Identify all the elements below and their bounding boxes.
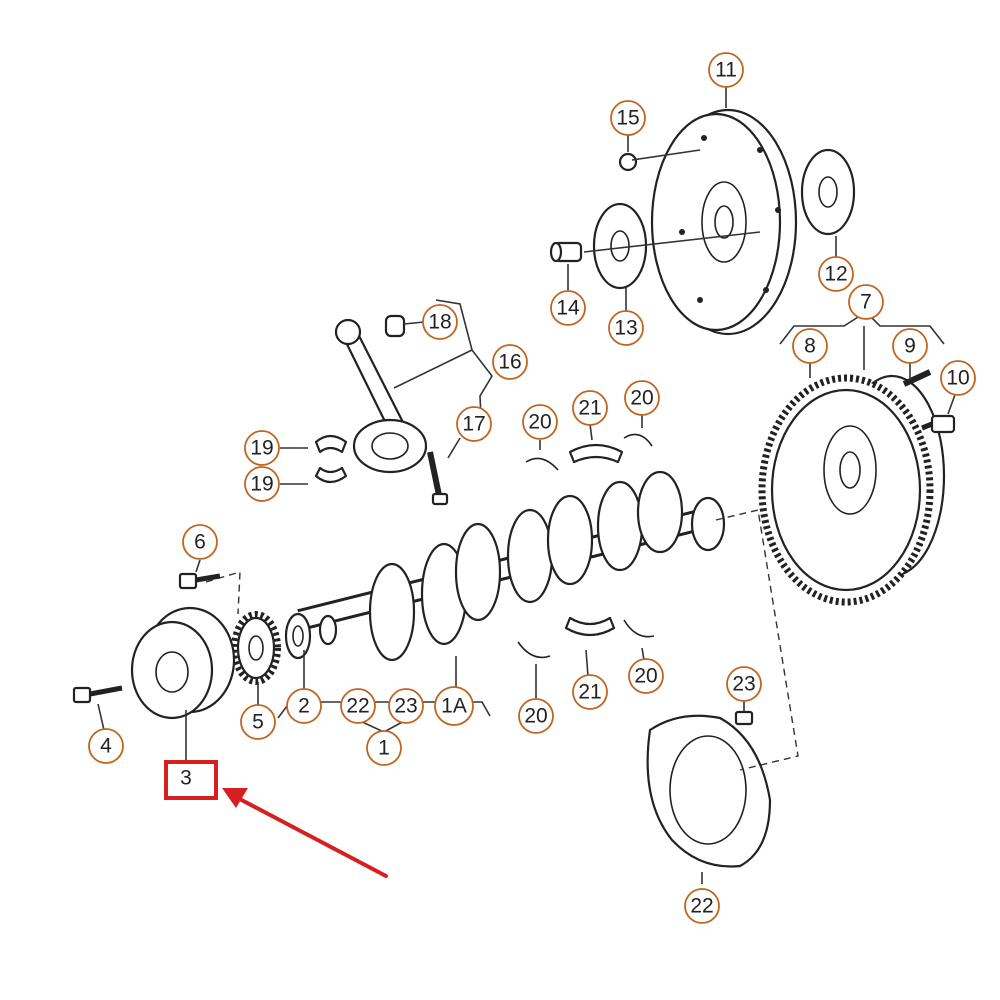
callout-15: 15 bbox=[610, 100, 646, 136]
callout-label: 8 bbox=[804, 335, 816, 358]
shim-plate-13 bbox=[592, 202, 648, 290]
callout-label: 20 bbox=[524, 705, 547, 728]
callout-17: 17 bbox=[456, 406, 492, 442]
callout-22-rear: 22 bbox=[684, 888, 720, 924]
connecting-rod bbox=[334, 318, 428, 474]
callout-2: 2 bbox=[286, 688, 322, 724]
callout-19-lower: 19 bbox=[244, 466, 280, 502]
callout-label: 20 bbox=[528, 411, 551, 434]
bolt-10 bbox=[921, 414, 956, 434]
callout-label: 22 bbox=[346, 695, 369, 718]
callout-label: 15 bbox=[616, 107, 639, 130]
callout-label: 5 bbox=[252, 711, 264, 734]
nut-15 bbox=[618, 152, 638, 172]
callout-label: 19 bbox=[250, 473, 273, 496]
callout-23-rear: 23 bbox=[726, 666, 762, 702]
pulley-3 bbox=[130, 606, 236, 720]
callout-label: 14 bbox=[556, 297, 580, 320]
rod-bolt-17 bbox=[427, 451, 449, 506]
callout-label: 21 bbox=[578, 397, 601, 420]
crankshaft bbox=[297, 470, 726, 662]
drive-plate bbox=[650, 108, 798, 336]
callout-label: 4 bbox=[100, 735, 112, 758]
sprocket-5 bbox=[231, 611, 281, 685]
main-bearing-shells-21 bbox=[564, 443, 624, 637]
callout-20-lower-left: 20 bbox=[518, 698, 554, 734]
callout-label: 21 bbox=[578, 681, 601, 704]
callout-label: 12 bbox=[824, 263, 847, 286]
rod-bearing-shells-19 bbox=[314, 434, 348, 484]
callout-label: 10 bbox=[946, 367, 969, 390]
seal-plate-22 bbox=[646, 714, 772, 868]
callout-23-front: 23 bbox=[388, 688, 424, 724]
highlight-arrowhead bbox=[222, 788, 248, 808]
callout-label: 19 bbox=[250, 437, 273, 460]
small-end-bushing-18 bbox=[384, 314, 406, 338]
callout-label: 1 bbox=[378, 737, 390, 760]
callout-4: 4 bbox=[88, 728, 124, 764]
callout-14: 14 bbox=[550, 290, 586, 326]
callout-label: 17 bbox=[462, 413, 485, 436]
shim-plate-12 bbox=[800, 148, 856, 236]
callout-22-front: 22 bbox=[340, 688, 376, 724]
callout-label: 22 bbox=[690, 895, 713, 918]
callout-label: 2 bbox=[298, 695, 310, 718]
callout-21-lower: 21 bbox=[572, 674, 608, 710]
highlight-arrow bbox=[232, 794, 388, 878]
callout-label: 20 bbox=[630, 387, 653, 410]
callouts: 11 15 12 14 13 7 8 9 10 18 16 17 19 19 2… bbox=[88, 52, 976, 924]
bolt-6 bbox=[178, 572, 221, 590]
highlight-box bbox=[164, 760, 218, 800]
callout-label: 20 bbox=[634, 665, 657, 688]
callout-6: 6 bbox=[182, 524, 218, 560]
callout-20-upper-right: 20 bbox=[624, 380, 660, 416]
callout-label: 13 bbox=[614, 317, 637, 340]
bushing-14 bbox=[549, 241, 583, 263]
callout-label: 23 bbox=[394, 695, 417, 718]
callout-20-lower-right: 20 bbox=[628, 658, 664, 694]
callout-label: 7 bbox=[860, 291, 872, 314]
callout-8: 8 bbox=[792, 328, 828, 364]
callout-19-upper: 19 bbox=[244, 430, 280, 466]
highlight-marker bbox=[164, 760, 388, 878]
callout-label: 11 bbox=[715, 59, 737, 82]
dowel-pin-9 bbox=[902, 369, 932, 387]
callout-3-label: 3 bbox=[180, 767, 192, 790]
callout-label: 18 bbox=[428, 311, 451, 334]
callout-11: 11 bbox=[708, 52, 744, 88]
callout-20-upper-left: 20 bbox=[522, 404, 558, 440]
callout-label: 9 bbox=[904, 335, 916, 358]
callout-12: 12 bbox=[818, 256, 854, 292]
callout-21-upper: 21 bbox=[572, 390, 608, 426]
callout-10: 10 bbox=[940, 360, 976, 396]
callout-label: 1A bbox=[441, 695, 467, 718]
callout-9: 9 bbox=[892, 328, 928, 364]
callout-1: 1 bbox=[366, 730, 402, 766]
seal-2 bbox=[284, 612, 312, 660]
callout-16: 16 bbox=[492, 344, 528, 380]
bolt-23 bbox=[734, 710, 754, 726]
callout-5: 5 bbox=[240, 704, 276, 740]
callout-7: 7 bbox=[848, 284, 884, 320]
bolt-4 bbox=[72, 685, 123, 704]
callout-label: 16 bbox=[498, 351, 521, 374]
thrust-washers-20 bbox=[517, 433, 655, 659]
flywheel-dual-mass bbox=[758, 374, 946, 606]
callout-18: 18 bbox=[422, 304, 458, 340]
callout-label: 23 bbox=[732, 673, 755, 696]
callout-1A: 1A bbox=[434, 686, 474, 726]
callout-13: 13 bbox=[608, 310, 644, 346]
callout-label: 6 bbox=[194, 531, 206, 554]
